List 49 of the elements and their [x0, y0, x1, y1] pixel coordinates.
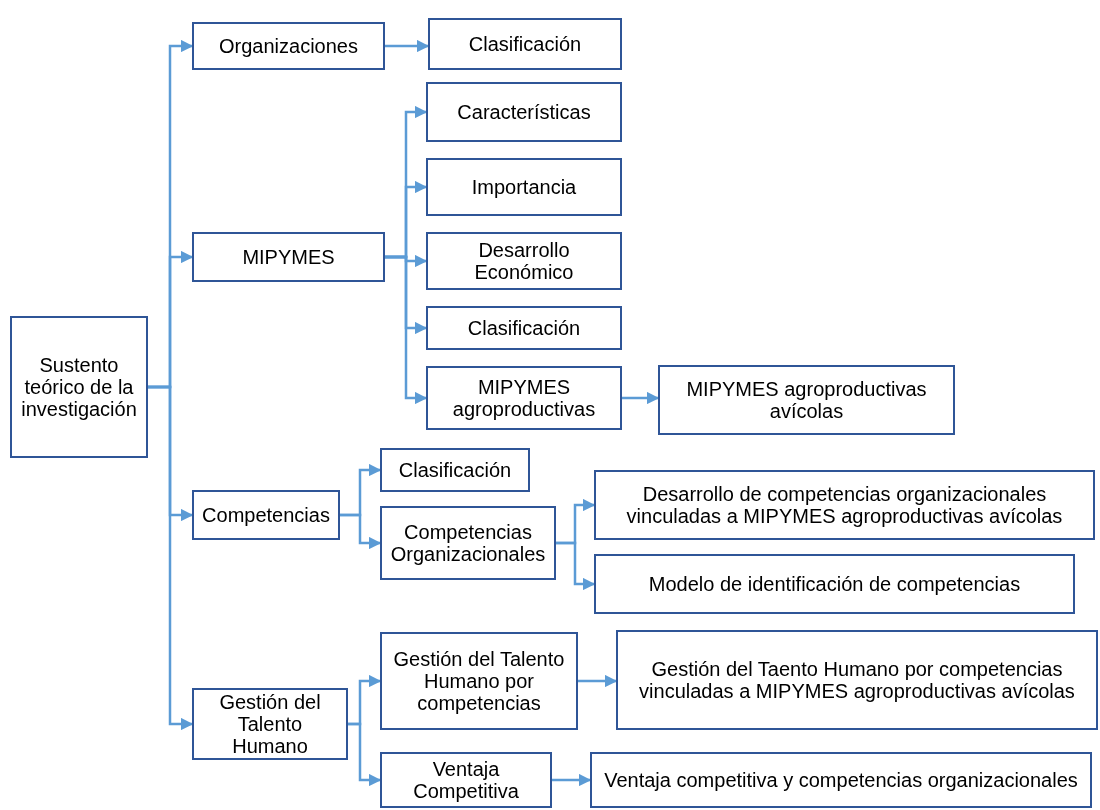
arrow — [348, 722, 382, 787]
box-label: Desarrollo Económico — [473, 239, 575, 283]
arrow — [385, 255, 428, 405]
box-label: Gestión del Talento Humano — [218, 691, 322, 757]
topic-box — [426, 366, 622, 430]
topic-box — [192, 22, 385, 70]
arrow — [622, 391, 660, 405]
topic-box — [428, 18, 622, 70]
topic-box — [658, 365, 955, 435]
topic-box — [590, 752, 1092, 808]
box-label: Sustento teórico de la investigación — [20, 354, 138, 420]
topic-box — [192, 688, 348, 760]
topic-box — [616, 630, 1098, 730]
arrow — [578, 674, 618, 688]
box-label: MIPYMES agroproductivas avícolas — [685, 378, 928, 422]
topic-box — [426, 306, 622, 350]
arrow — [385, 39, 430, 53]
box-label: Características — [457, 101, 591, 123]
box-label: Competencias Organizacionales — [389, 521, 547, 565]
box-label: Desarrollo de competencias organizacionales vinculadas a MIPYMES agroproductivas avícolas — [625, 483, 1064, 527]
box-label: MIPYMES — [242, 246, 335, 268]
box-label: Clasificación — [398, 459, 512, 481]
arrow — [148, 385, 194, 731]
topic-box — [426, 232, 622, 290]
topic-box — [380, 752, 552, 808]
topic-box — [380, 448, 530, 492]
topic-box — [426, 82, 622, 142]
box-label: MIPYMES agroproductivas — [451, 376, 597, 420]
topic-box — [380, 632, 578, 730]
topic-box — [192, 490, 340, 540]
box-label: Competencias — [202, 504, 330, 526]
box-label: Modelo de identificación de competencias — [648, 573, 1021, 595]
box-label: Importancia — [471, 176, 577, 198]
box-label: Ventaja Competitiva — [412, 758, 520, 802]
topic-box — [594, 554, 1075, 614]
topic-box — [192, 232, 385, 282]
arrow — [340, 513, 382, 550]
box-label: Organizaciones — [219, 35, 358, 57]
box-label: Gestión del Taento Humano por competencias vinculadas a MIPYMES agroproductivas avícolas — [638, 658, 1076, 702]
box-label: Ventaja competitiva y competencias organizacionales — [604, 769, 1078, 791]
arrow — [552, 773, 592, 787]
box-label: Gestión del Talento Humano por competencias — [392, 648, 566, 714]
arrow — [556, 541, 596, 591]
topic-box — [594, 470, 1095, 540]
topic-box — [10, 316, 148, 458]
topic-box — [380, 506, 556, 580]
box-label: Clasificación — [467, 317, 581, 339]
box-label: Clasificación — [468, 33, 582, 55]
topic-box — [426, 158, 622, 216]
